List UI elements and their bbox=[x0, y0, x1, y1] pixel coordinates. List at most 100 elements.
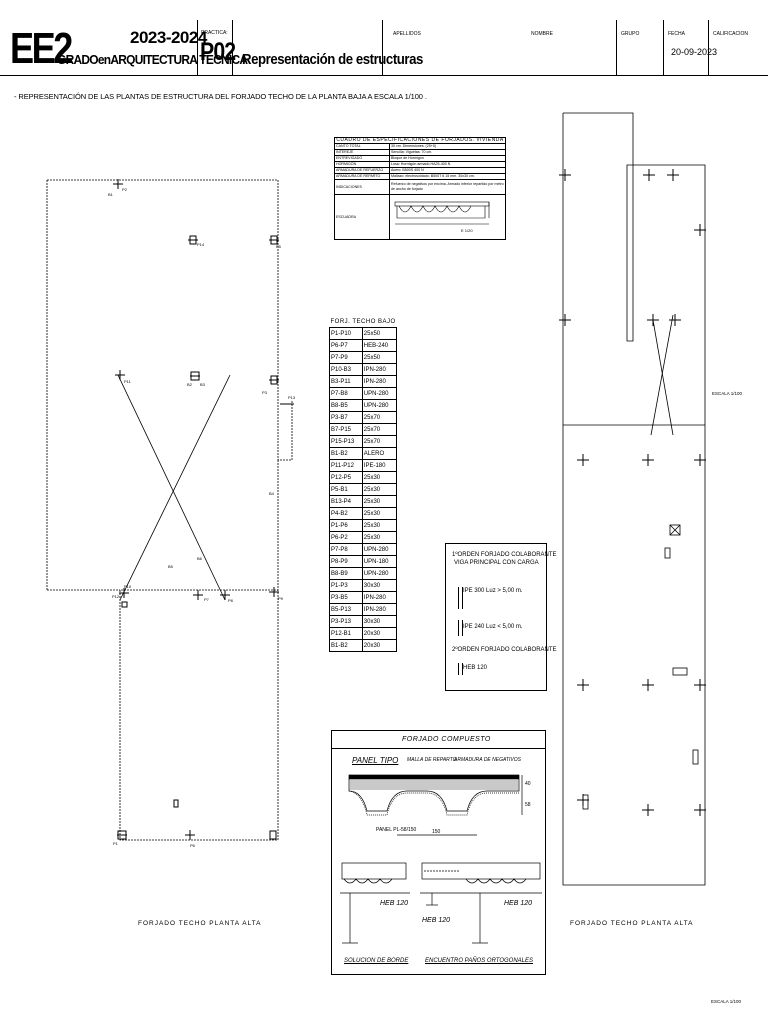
left-plan-outline-2 bbox=[119, 460, 279, 841]
ipe240-icon bbox=[458, 620, 463, 636]
beam-span: B5-P13 bbox=[329, 603, 363, 616]
dim-150: 150 bbox=[432, 829, 441, 835]
beam-section: 25x30 bbox=[361, 531, 398, 544]
beam-section: 20x30 bbox=[361, 627, 398, 640]
malla-label: MALLA DE REPARTO bbox=[407, 757, 457, 763]
label-b2: B2 bbox=[187, 382, 193, 387]
beam-span: P15-P13 bbox=[329, 435, 363, 448]
beam-section: IPN-280 bbox=[361, 363, 398, 376]
label-b1: B1 bbox=[108, 192, 114, 197]
panel-tipo-section: 40 58 150 bbox=[348, 774, 531, 836]
column-b3 bbox=[190, 371, 200, 381]
escala-bottom-label: ESCALA 1/100 bbox=[711, 999, 742, 1004]
legend-heb120: HEB 120 bbox=[463, 665, 488, 671]
column-small-left bbox=[121, 601, 128, 608]
right-opening-diag-2 bbox=[650, 314, 674, 436]
heb-left-label: HEB 120 bbox=[380, 900, 409, 907]
label-b3: B3 bbox=[200, 382, 206, 387]
practice-number: P02 bbox=[200, 38, 236, 66]
left-floor-plan: P2 B1 P14 P5 P11 B3 B2 P3 P13 B4 B6 P10 … bbox=[46, 179, 296, 848]
label-p5: P5 bbox=[276, 244, 282, 249]
beam-span: P5-B1 bbox=[329, 483, 363, 496]
dim-58: 58 bbox=[525, 802, 531, 808]
spec-key: ARMADURA DE REFUERZO bbox=[334, 167, 390, 174]
apellidos-field-label: APELLIDOS bbox=[393, 31, 421, 37]
beam-span: P3-P13 bbox=[329, 615, 363, 628]
right-plan-caption: FORJADO TECHO PLANTA ALTA bbox=[570, 920, 694, 927]
nombre-field-label: NOMBRE bbox=[531, 31, 553, 37]
label-p4: P14 bbox=[197, 242, 205, 247]
column-p-right bbox=[269, 830, 277, 840]
label-p2: P2 bbox=[122, 187, 128, 192]
label-b5: B5 bbox=[168, 564, 174, 569]
beam-span: B8-B9 bbox=[329, 567, 363, 580]
beam-span: P7-B8 bbox=[329, 387, 363, 400]
practice-label: PRACTICA: bbox=[201, 30, 228, 36]
beam-span: P1-P3 bbox=[329, 579, 363, 592]
beam-span: B1-B2 bbox=[329, 639, 363, 652]
column-p5 bbox=[269, 235, 279, 245]
practice-title: Representación de estructuras bbox=[242, 51, 423, 68]
beam-section: IPN-280 bbox=[361, 375, 398, 388]
beam-section: IPN-280 bbox=[361, 603, 398, 616]
spec-key: INDICACIONES bbox=[334, 179, 390, 195]
heb-right-label: HEB 120 bbox=[504, 900, 533, 907]
left-opening-diag-1 bbox=[117, 374, 226, 601]
beam-section: 25x50 bbox=[361, 351, 398, 364]
grupo-field-label: GRUPO bbox=[621, 31, 640, 37]
right-opening-diag-1 bbox=[652, 319, 674, 436]
legend-ipe300: IPE 300 Luz > 5,00 m. bbox=[463, 588, 523, 594]
composite-slab-box: FORJADO COMPUESTO PANEL TIPO MALLA DE RE… bbox=[331, 730, 546, 975]
beam-section: UPN-180 bbox=[361, 555, 398, 568]
beam-table-title: FORJ. TECHO BAJO bbox=[330, 318, 396, 325]
solucion-borde-label: SOLUCION DE BORDE bbox=[344, 958, 409, 964]
heb120-icon bbox=[458, 663, 463, 675]
label-b6: B6 bbox=[197, 556, 203, 561]
panel-ref-label: PANEL PL-58/150 bbox=[376, 827, 417, 833]
exercise-statement: - REPRESENTACIÓN DE LAS PLANTAS DE ESTRU… bbox=[14, 92, 427, 101]
left-opening-diag-2 bbox=[119, 374, 231, 601]
stair-mark bbox=[173, 799, 179, 808]
beam-section: 25x30 bbox=[361, 519, 398, 532]
beam-section: 25x30 bbox=[361, 495, 398, 508]
column-p11 bbox=[115, 370, 125, 380]
label-p1: P1 bbox=[113, 841, 119, 846]
dim-40: 40 bbox=[525, 781, 531, 787]
beam-section: UPN-280 bbox=[361, 387, 398, 400]
beam-span: B8-B5 bbox=[329, 399, 363, 412]
academic-year: 2023-2024 bbox=[130, 28, 207, 47]
beam-span: P3-B5 bbox=[329, 591, 363, 604]
beam-section: 25x30 bbox=[361, 471, 398, 484]
beam-span: P7-P8 bbox=[329, 543, 363, 556]
ortogonal-detail bbox=[420, 862, 542, 944]
column-p4 bbox=[188, 235, 198, 245]
beam-section: 30x30 bbox=[361, 579, 398, 592]
beam-section: HEB-240 bbox=[361, 339, 398, 352]
course-code: EE2 bbox=[10, 24, 73, 73]
legend-line1: 1ºORDEN FORJADO COLABORANTE bbox=[452, 552, 557, 558]
specifications-table: CUADRO DE ESPECIFICACIONES DE FORJADOS. … bbox=[334, 137, 506, 240]
label-p12: P12 bbox=[112, 594, 120, 599]
beam-section: 20x30 bbox=[361, 639, 398, 652]
beam-section: 25x50 bbox=[361, 327, 398, 340]
beam-section: UPN-280 bbox=[361, 399, 398, 412]
beam-span: P7-P9 bbox=[329, 351, 363, 364]
label-p11: P11 bbox=[124, 379, 132, 384]
